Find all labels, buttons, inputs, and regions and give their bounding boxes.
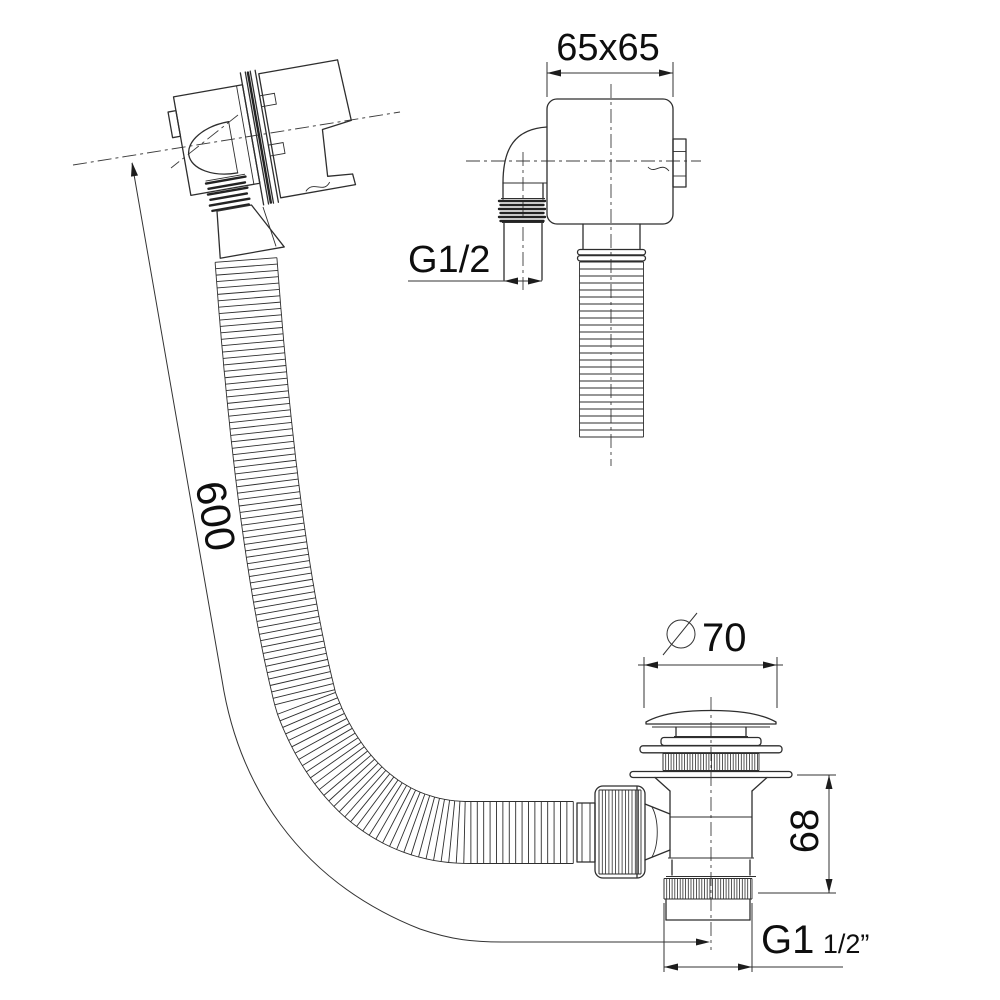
side-view-thread [204,175,251,213]
side-view-flange-plates [239,69,280,206]
waste-top-thread [662,753,760,771]
arrowhead [763,661,777,669]
arrowhead [131,162,138,177]
arrowhead [664,963,678,971]
dim-waste-height-label: 68 [783,809,827,854]
side-view-clamp-bracket [258,59,357,199]
waste-cone-left [654,776,671,792]
dim-overflow-thread-label: G1/2 [408,239,490,281]
waste-inlet-wedge-bottom [644,849,671,861]
arrowhead [644,661,658,669]
waste-valve-front-view [576,709,793,921]
front-view-elbow-bend [502,126,548,184]
dimension-waste-outlet-thread: G1 1/2” [663,903,869,972]
front-view-break-line [647,166,670,172]
waste-inlet-wedge-arc [651,806,658,858]
side-view-clamp-tab-lower [267,142,286,157]
waste-wide-plate [639,745,783,754]
diameter-symbol [662,612,698,656]
side-view-adapter-edge [262,206,277,247]
dim-waste-outlet-thread-label: G1 1/2” [761,918,869,962]
flexible-overflow-hose [214,257,574,864]
dimension-cap-diameter: 70 [638,612,783,708]
waste-seal-flange [629,770,793,779]
arrowhead [825,879,833,893]
front-view-hose-collar-ring [576,254,647,262]
waste-inlet-wedge-top [644,803,671,815]
side-view-break-line [305,181,331,192]
overflow-fitting-side-view [167,59,357,259]
arrowhead [528,277,542,285]
dimension-line [131,162,696,943]
dim-waste-thread-frac: 1/2” [823,929,870,959]
waste-nut-knurl [598,789,642,875]
dimension-overflow-thread: G1/2 [408,239,542,285]
front-view-hose [579,261,644,438]
arrowhead [825,775,833,789]
front-view-outlet-stub [672,138,687,188]
arrowhead [659,69,673,77]
dimension-waste-height: 68 [758,774,836,894]
front-view-elbow-thread [497,199,547,223]
centerline-overflow-side-axis [72,111,401,166]
dimension-overflow-size: 65x65 [546,27,674,97]
arrowhead [738,963,752,971]
front-view-hose-collar-ring [576,248,647,256]
front-view-body-outline [546,98,674,225]
side-view-hose-adapter [216,204,285,259]
arrowhead [696,938,710,946]
side-view-elbow-dome-edge [228,121,239,173]
arrowhead [547,69,561,77]
dim-cap-diameter-label: 70 [702,616,747,660]
waste-bottom-thread [663,878,753,900]
dim-overflow-size-label: 65x65 [556,27,660,69]
waste-cone-right [751,776,768,792]
waste-cap-dome [645,709,777,725]
dim-waste-thread-main: G1 [761,918,814,962]
side-view-elbow-dome [187,121,239,175]
side-view-thread-collar [205,173,246,182]
side-view-clamp-tab-upper [259,92,277,108]
dim-hose-length-label: 600 [187,477,245,554]
side-view-body-edge [236,85,255,185]
waste-hose-sleeve [576,802,596,863]
overflow-fitting-front-view [497,98,687,438]
arrowhead [504,277,518,285]
